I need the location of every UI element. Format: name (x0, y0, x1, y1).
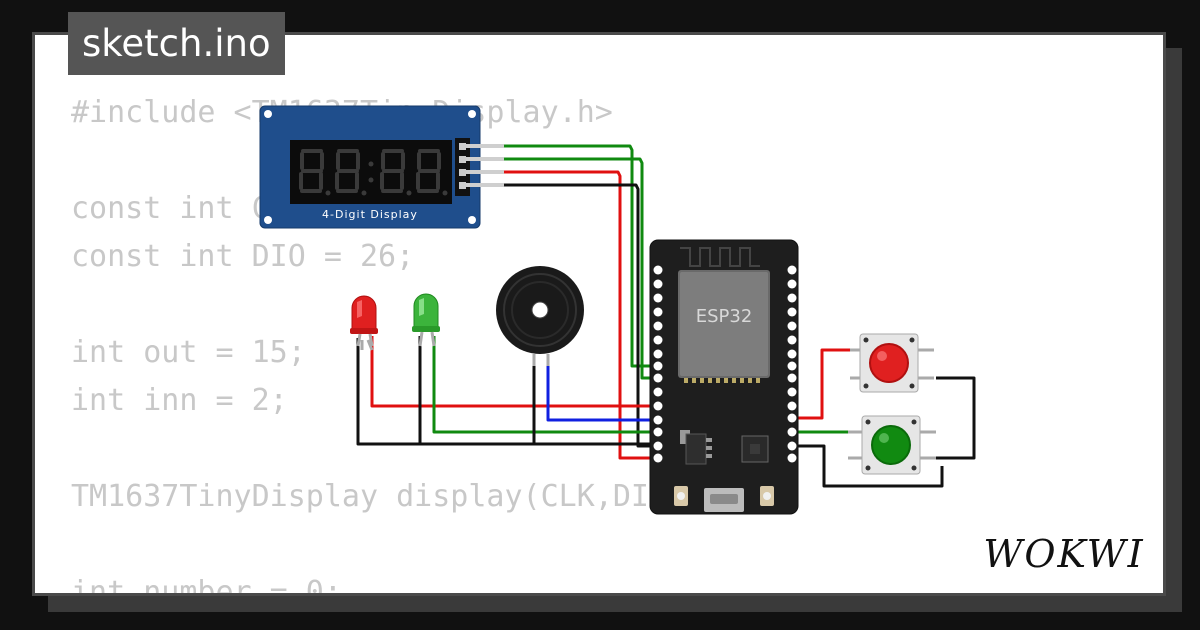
buzzer-icon[interactable] (496, 266, 584, 366)
code-line: int inn = 2; (71, 383, 288, 418)
board-label: ESP32 (696, 306, 753, 327)
display-label: 4-Digit Display (322, 208, 418, 221)
brand-name: WOKWI (983, 532, 1144, 576)
green-pushbutton-icon[interactable] (848, 415, 936, 475)
code-line: const int DIO = 26; (71, 239, 415, 274)
code-line: int number = 0; (71, 575, 342, 596)
file-name-tab[interactable]: sketch.ino (68, 12, 285, 75)
wires (356, 144, 976, 488)
green-led-icon[interactable] (412, 293, 440, 347)
four-digit-display[interactable]: 4-Digit Display (259, 105, 504, 229)
red-led-icon[interactable] (350, 295, 378, 351)
red-pushbutton-icon[interactable] (850, 333, 934, 393)
code-line: int out = 15; (71, 335, 306, 370)
wokwi-logo[interactable]: WOKWI (978, 530, 1150, 576)
esp32-board[interactable]: ESP32 (649, 239, 799, 515)
code-line: TM1637TinyDisplay display(CLK,DIO); (71, 479, 704, 514)
